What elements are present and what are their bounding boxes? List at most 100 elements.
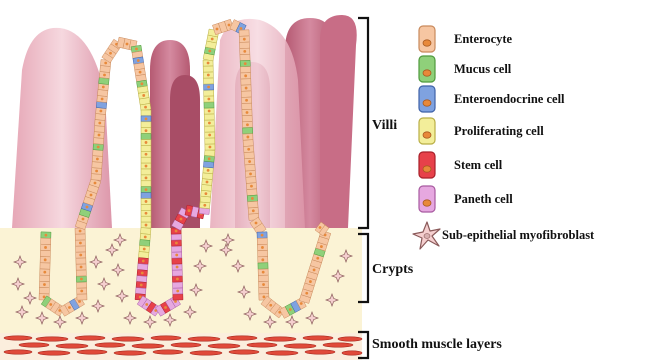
cell-nucleus [141, 82, 144, 85]
cell-nucleus [208, 50, 211, 53]
epithelial-cell [173, 294, 183, 300]
cell-nucleus [206, 181, 209, 184]
legend-item-enteroendocrine-cell: Enteroendocrine cell [416, 84, 565, 114]
cell-nucleus [319, 226, 322, 229]
cell-nucleus [145, 153, 148, 156]
legend-item-enterocyte: Enterocyte [416, 24, 512, 54]
epithelial-cell [241, 91, 251, 97]
smooth-muscle-band [0, 333, 362, 360]
epithelial-cell [141, 204, 151, 210]
epithelial-cell [75, 234, 85, 240]
epithelial-cell [248, 201, 258, 208]
cell-nucleus [261, 234, 264, 237]
epithelial-cell [40, 275, 50, 281]
epithelial-cell [141, 228, 151, 235]
epithelial-cell [141, 122, 151, 128]
cell-nucleus [45, 234, 48, 237]
epithelial-cell [92, 162, 102, 169]
legend-label-paneth-cell: Paneth cell [454, 192, 513, 207]
legend-item-paneth-cell: Paneth cell [416, 184, 513, 214]
epithelial-cell [76, 258, 86, 264]
legend-label-mucus-cell: Mucus cell [454, 62, 511, 77]
cell-nucleus [188, 209, 191, 212]
epithelial-cell [139, 252, 149, 259]
legend-label-stem-cell: Stem cell [454, 158, 502, 173]
epithelial-cell [204, 102, 214, 108]
cell-nucleus [43, 296, 46, 299]
cell-nucleus [145, 224, 148, 227]
epithelial-cell [141, 193, 151, 199]
epithelial-cell [172, 270, 182, 276]
cell-nucleus [262, 283, 265, 286]
enteroendocrine-cell-icon [416, 84, 438, 114]
epithelial-cell [171, 234, 181, 240]
cell-nucleus [251, 197, 254, 200]
cell-nucleus [164, 306, 167, 309]
cell-nucleus [248, 160, 251, 163]
cell-nucleus [145, 188, 148, 191]
cell-nucleus [208, 122, 211, 125]
epithelial-cell [140, 240, 150, 247]
cell-nucleus [269, 304, 272, 307]
cell-nucleus [140, 284, 143, 287]
cell-nucleus [203, 204, 206, 207]
cell-nucleus [261, 246, 264, 249]
cell-nucleus [249, 172, 252, 175]
enterocyte-icon [416, 24, 438, 54]
legend-item-stem-cell: Stem cell [416, 150, 502, 180]
cell-nucleus [262, 271, 265, 274]
cell-nucleus [243, 50, 246, 53]
cell-nucleus [141, 272, 144, 275]
cell-nucleus [96, 158, 99, 161]
cell-nucleus [80, 266, 83, 269]
cell-nucleus [244, 62, 247, 65]
cell-nucleus [145, 200, 148, 203]
cell-nucleus [252, 209, 255, 212]
cell-nucleus [145, 212, 148, 215]
cell-nucleus [100, 110, 103, 113]
cell-nucleus [313, 269, 316, 272]
cell-nucleus [228, 24, 231, 27]
cell-nucleus [145, 176, 148, 179]
cell-nucleus [263, 296, 266, 299]
cell-nucleus [205, 192, 208, 195]
epithelial-cell [243, 128, 253, 134]
epithelial-cell [77, 282, 87, 288]
cell-nucleus [240, 27, 243, 30]
epithelial-cell [141, 181, 151, 187]
cell-nucleus [244, 74, 247, 77]
cell-nucleus [320, 245, 323, 248]
epithelial-cell [205, 138, 215, 144]
cell-nucleus [43, 271, 46, 274]
stem-cell-icon [416, 150, 438, 180]
epithelial-cell [239, 30, 249, 36]
cell-nucleus [246, 136, 249, 139]
cell-nucleus [109, 52, 112, 55]
cell-nucleus [176, 266, 179, 269]
cell-nucleus [176, 278, 179, 281]
cell-nucleus [208, 134, 211, 137]
cell-nucleus [246, 111, 249, 114]
cell-nucleus [305, 292, 308, 295]
epithelial-cell [240, 54, 250, 60]
cell-nucleus [78, 300, 81, 303]
cell-nucleus [135, 48, 138, 51]
epithelial-cell [41, 238, 51, 244]
epithelial-cell [138, 264, 148, 271]
epithelial-cell [172, 246, 182, 252]
cell-nucleus [86, 206, 89, 209]
cell-nucleus [49, 303, 52, 306]
myofibroblast-icon [410, 218, 444, 252]
cell-nucleus [144, 236, 147, 239]
proliferating-cell-icon [416, 116, 438, 146]
cell-nucleus [316, 257, 319, 260]
cell-nucleus [208, 110, 211, 113]
epithelial-cell [94, 126, 104, 133]
epithelial-cell [136, 288, 146, 295]
cell-nucleus [79, 242, 82, 245]
epithelial-cell [259, 287, 269, 293]
cell-nucleus [261, 258, 264, 261]
epithelial-cell [245, 164, 255, 171]
cell-nucleus [255, 222, 258, 225]
cell-nucleus [79, 254, 82, 257]
